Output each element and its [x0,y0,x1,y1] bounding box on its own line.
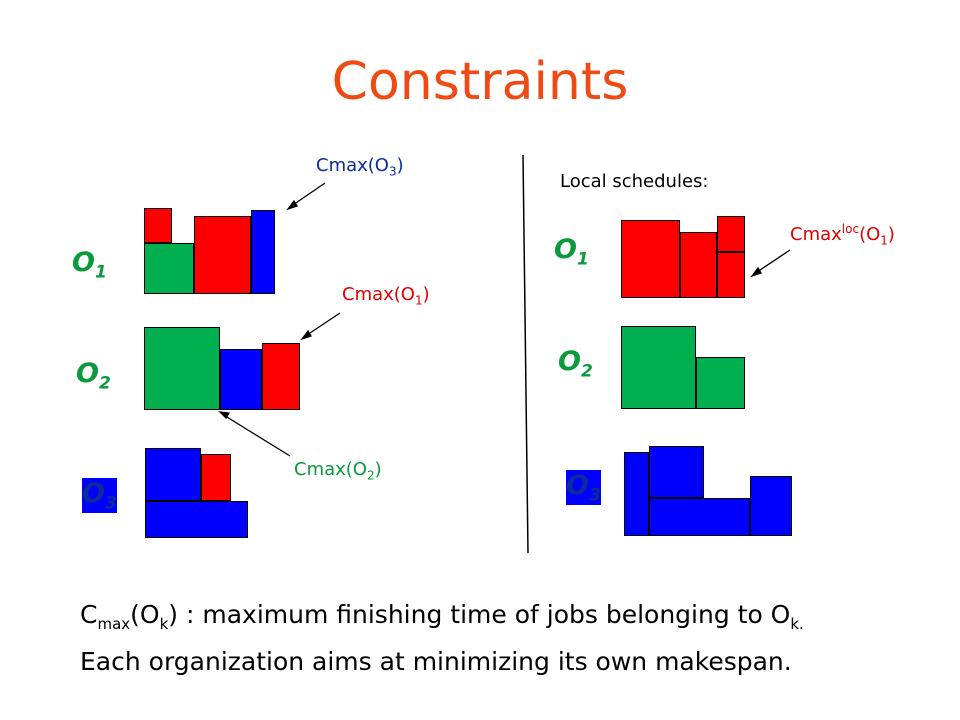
arrow-cmax-o1 [303,312,341,338]
divider-line [522,154,529,554]
job-block [145,448,201,501]
annotation-cmax-o1: Cmax(O1) [342,284,430,308]
job-block [649,498,750,536]
footer-text: Cmax(Ok) : maximum finishing time of job… [80,596,804,681]
label-left-o3: O3 [82,478,117,514]
job-block [696,357,745,409]
job-block [717,216,745,252]
job-block [621,220,680,298]
job-block [680,232,717,298]
arrow-cmaxloc-o1 [753,249,791,275]
label-right-o3: O3 [566,470,601,506]
annotation-cmax-o3: Cmax(O3) [316,155,404,179]
job-block [251,210,275,294]
job-block [262,343,300,410]
job-block [201,454,231,501]
annotation-cmax-o2: Cmax(O2) [294,459,382,483]
label-right-o1: O1 [554,234,589,270]
job-block [144,208,172,243]
footer-line-2: Each organization aims at minimizing its… [80,647,792,676]
job-block [621,326,696,409]
job-block [194,216,251,294]
job-block [220,349,262,410]
job-block [717,252,745,298]
job-block [649,446,704,498]
label-right-o2: O2 [558,346,593,382]
job-block [750,476,792,536]
job-block [145,501,248,538]
label-left-o1: O1 [72,247,107,283]
arrow-cmax-o2 [221,413,291,457]
job-block [144,327,220,410]
job-block [144,243,194,294]
slide-title: Constraints [331,52,629,112]
label-left-o2: O2 [76,358,111,394]
footer-line-1: Cmax(Ok) : maximum finishing time of job… [80,600,804,633]
job-block [624,452,649,536]
annotation-cmaxloc-o1: Cmaxloc(O1) [790,222,895,248]
local-schedules-label: Local schedules: [560,171,709,192]
